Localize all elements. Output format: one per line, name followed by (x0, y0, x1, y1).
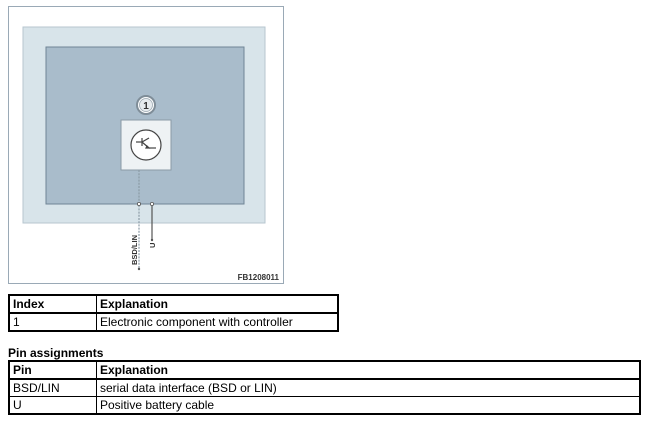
bsd-lin-terminal-icon (137, 267, 141, 271)
explanation-column-header: Explanation (96, 360, 641, 380)
pin-cell: BSD/LIN (8, 378, 97, 397)
explanation-cell: serial data interface (BSD or LIN) (96, 378, 641, 397)
index-table-header-row: Index Explanation (8, 294, 339, 314)
pin-table-header-row: Pin Explanation (8, 360, 641, 380)
pin-cell: U (8, 396, 97, 415)
index-marker-label: 1 (143, 101, 149, 112)
pin-column-header: Pin (8, 360, 97, 380)
bsd-lin-connector-icon (136, 201, 141, 206)
index-cell: 1 (8, 312, 97, 332)
diagram-svg: 1 BSD/LIN U FB1208011 (22, 26, 280, 282)
wiring-diagram: 1 BSD/LIN U FB1208011 (8, 6, 284, 284)
pin-assignments-heading: Pin assignments (8, 346, 104, 360)
index-table: Index Explanation 1 Electronic component… (8, 294, 339, 332)
explanation-column-header: Explanation (96, 294, 339, 314)
explanation-cell: Electronic component with controller (96, 312, 339, 332)
table-row: U Positive battery cable (8, 396, 641, 415)
pin-label-u: U (148, 243, 157, 248)
transistor-icon (130, 129, 162, 161)
u-connector-icon (149, 201, 154, 206)
index-column-header: Index (8, 294, 97, 314)
figure-id: FB1208011 (238, 273, 280, 282)
table-row: 1 Electronic component with controller (8, 312, 339, 332)
table-row: BSD/LIN serial data interface (BSD or LI… (8, 378, 641, 397)
index-marker: 1 (136, 95, 156, 115)
u-terminal-icon (150, 238, 154, 242)
pin-table: Pin Explanation BSD/LIN serial data inte… (8, 360, 641, 415)
explanation-cell: Positive battery cable (96, 396, 641, 415)
pin-label-bsd-lin: BSD/LIN (130, 235, 139, 265)
